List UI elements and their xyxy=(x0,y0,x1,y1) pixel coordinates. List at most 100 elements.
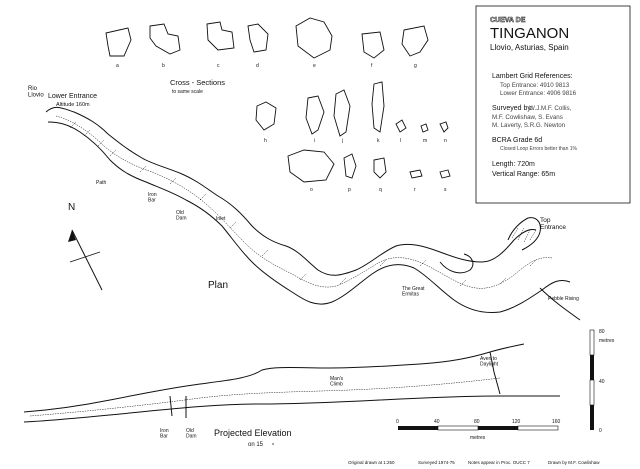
section-b xyxy=(149,23,181,55)
plan-hatch-marks xyxy=(69,121,537,287)
plan-wall-upper xyxy=(45,106,537,276)
footer-notes: Notes appear in Proc. OUCC 7 xyxy=(468,460,530,465)
section-f xyxy=(361,31,385,59)
vscale-segment-2 xyxy=(590,355,594,380)
north-arrow-shaft xyxy=(71,229,103,291)
text-line: Old xyxy=(186,428,194,434)
sections-subtitle: to same scale xyxy=(172,89,203,95)
bcra-grade: BCRA Grade 6d xyxy=(492,137,542,144)
text-line: Llovio xyxy=(28,93,44,99)
text-line: Dam xyxy=(186,434,197,440)
scale-segment-4 xyxy=(517,425,559,431)
plan-floor-detail xyxy=(55,115,553,289)
section-s xyxy=(439,169,451,179)
text-line: Climb xyxy=(330,382,343,388)
section-letter-r: r xyxy=(414,187,416,193)
section-letter-o: o xyxy=(310,187,313,193)
north-arrow-crossbar xyxy=(69,251,101,263)
section-letter-i: i xyxy=(314,138,315,144)
section-l xyxy=(395,119,407,133)
label-inlet: Inlet xyxy=(216,216,226,222)
grid-ref-lower: Lower Entrance: 4906 9816 xyxy=(500,90,577,97)
text-line: Iron xyxy=(148,192,157,198)
scale-tick-160: 160 xyxy=(552,419,561,425)
elevation-aven xyxy=(489,351,501,395)
elevation-iron-bar xyxy=(169,395,187,418)
plan-ermitas-loop xyxy=(439,253,474,274)
footer-surveyed: Surveyed 1974-75 xyxy=(418,460,455,465)
vertical-scale-bar: 80 40 0 metres xyxy=(589,329,615,434)
surveyor-line-3: M. Laverty, S.R.G. Newton xyxy=(492,122,566,129)
vscale-unit: metres xyxy=(599,338,615,344)
section-letter-k: k xyxy=(377,138,380,144)
section-n xyxy=(439,121,449,133)
north-label: N xyxy=(68,202,75,213)
scale-tick-40: 40 xyxy=(434,419,440,425)
surveyors-heading: Surveyed by: xyxy=(492,105,533,112)
section-letter-j: j xyxy=(341,138,343,144)
scale-segment-2 xyxy=(437,425,479,431)
elevation-degree-icon: o xyxy=(272,441,275,446)
vscale-tick-80: 80 xyxy=(599,329,605,335)
stat-vertical-range: Vertical Range: 65m xyxy=(492,171,555,178)
label-plan: Plan xyxy=(208,280,228,291)
plan-top-entrance-hatch xyxy=(511,227,537,243)
section-o xyxy=(287,149,335,183)
vscale-tick-0: 0 xyxy=(599,428,602,434)
section-i xyxy=(305,95,325,135)
elevation-title: Projected Elevation xyxy=(214,428,292,438)
horizontal-scale-bar: 0 40 80 120 160 metres xyxy=(396,419,561,441)
stat-length: Length: 720m xyxy=(492,161,535,168)
plan-wall-lower xyxy=(47,121,571,313)
section-letter-m: m xyxy=(423,138,427,144)
section-r xyxy=(409,169,423,179)
label-lower-entrance: Lower Entrance xyxy=(48,93,97,100)
label-altitude: Altitude 160m xyxy=(56,102,90,108)
surveyor-line-2: M.F. Cowlishaw, S. Evans xyxy=(492,114,563,121)
elevation-roof xyxy=(23,343,525,413)
text-line: Bar xyxy=(148,198,156,204)
footer: Original drawn at 1:250 Surveyed 1974-75… xyxy=(348,460,600,465)
section-k xyxy=(371,81,385,133)
elevation-floor xyxy=(23,395,560,423)
text-line: Old xyxy=(176,210,184,216)
surveyor-line-1: W.J.M.F. Collis, xyxy=(529,105,572,112)
section-letter-a: a xyxy=(116,63,119,69)
title-block xyxy=(475,5,631,204)
grid-ref-top: Top Entrance: 4910 9813 xyxy=(500,82,570,89)
section-letter-c: c xyxy=(217,63,220,69)
scale-tick-120: 120 xyxy=(512,419,521,425)
section-letter-d: d xyxy=(256,63,259,69)
section-m xyxy=(420,123,429,133)
section-c xyxy=(206,21,235,51)
text-line: Aven to xyxy=(480,356,497,362)
text-line: Entrance xyxy=(540,224,566,231)
north-arrow: N xyxy=(68,202,103,291)
section-d xyxy=(247,23,269,53)
section-p xyxy=(343,153,357,179)
text-line: Iron xyxy=(160,428,169,434)
text-line: Rio xyxy=(28,86,38,92)
elevation-detail xyxy=(29,377,501,417)
title-location: Llovio, Asturias, Spain xyxy=(490,43,569,52)
vscale-tick-40: 40 xyxy=(599,379,605,385)
section-letter-n: n xyxy=(444,138,447,144)
closure-note: Closed Loop Errors better than 1% xyxy=(500,146,578,152)
section-letter-q: q xyxy=(379,187,382,193)
text-line: Bar xyxy=(160,434,168,440)
section-g xyxy=(401,25,429,57)
section-letter-h: h xyxy=(264,138,267,144)
sections-title: Cross - Sections xyxy=(170,78,225,87)
section-a xyxy=(105,27,132,57)
section-letter-e: e xyxy=(313,63,316,69)
scale-tick-80: 80 xyxy=(474,419,480,425)
section-letter-l: l xyxy=(400,138,401,144)
